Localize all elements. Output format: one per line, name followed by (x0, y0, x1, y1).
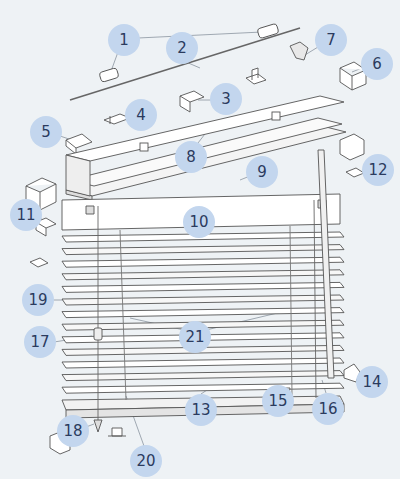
slat (62, 295, 344, 305)
slat (62, 383, 344, 393)
callout-circle: 2 (166, 32, 198, 64)
callout-number: 18 (63, 424, 82, 439)
slat (62, 282, 344, 292)
callout-circle: 11 (10, 199, 42, 231)
callout-circle: 8 (175, 141, 207, 173)
callout-circle: 17 (24, 326, 56, 358)
callout-number: 8 (186, 150, 196, 165)
slat (62, 358, 344, 368)
callout-number: 17 (30, 335, 49, 350)
callout-circle: 1 (108, 24, 140, 56)
callout-circle: 14 (356, 366, 388, 398)
callout-circle: 13 (185, 394, 217, 426)
callout-number: 6 (372, 57, 382, 72)
callout-number: 1 (119, 33, 129, 48)
callout-number: 11 (16, 208, 35, 223)
callout-circle: 18 (57, 415, 89, 447)
callout-circle: 6 (361, 48, 393, 80)
callout-circle: 4 (125, 99, 157, 131)
callout-circle: 21 (179, 321, 211, 353)
callout-number: 21 (185, 330, 204, 345)
callout-circle: 15 (262, 385, 294, 417)
callout-number: 2 (177, 41, 187, 56)
callout-number: 16 (318, 402, 337, 417)
callout-number: 9 (257, 165, 267, 180)
callout-number: 19 (28, 293, 47, 308)
slat (62, 308, 344, 318)
callout-number: 15 (268, 394, 287, 409)
callout-number: 3 (221, 92, 231, 107)
callout-number: 7 (326, 33, 336, 48)
callout-circle: 9 (246, 156, 278, 188)
callout-circle: 19 (22, 284, 54, 316)
callout-number: 10 (189, 215, 208, 230)
slat (62, 371, 344, 381)
callout-circle: 7 (315, 24, 347, 56)
callout-number: 12 (368, 163, 387, 178)
parts (26, 23, 366, 454)
callout-circle: 16 (312, 393, 344, 425)
callout-number: 4 (136, 108, 146, 123)
callout-circle: 12 (362, 154, 394, 186)
callout-number: 13 (191, 403, 210, 418)
callout-circle: 10 (183, 206, 215, 238)
callout-number: 20 (136, 454, 155, 469)
callout-circle: 5 (30, 116, 62, 148)
slat (62, 257, 344, 267)
callout-number: 5 (41, 125, 51, 140)
callout-number: 14 (362, 375, 381, 390)
callout-circle: 3 (210, 83, 242, 115)
slat (62, 245, 344, 255)
callout-circle: 20 (130, 445, 162, 477)
slat (62, 270, 344, 280)
